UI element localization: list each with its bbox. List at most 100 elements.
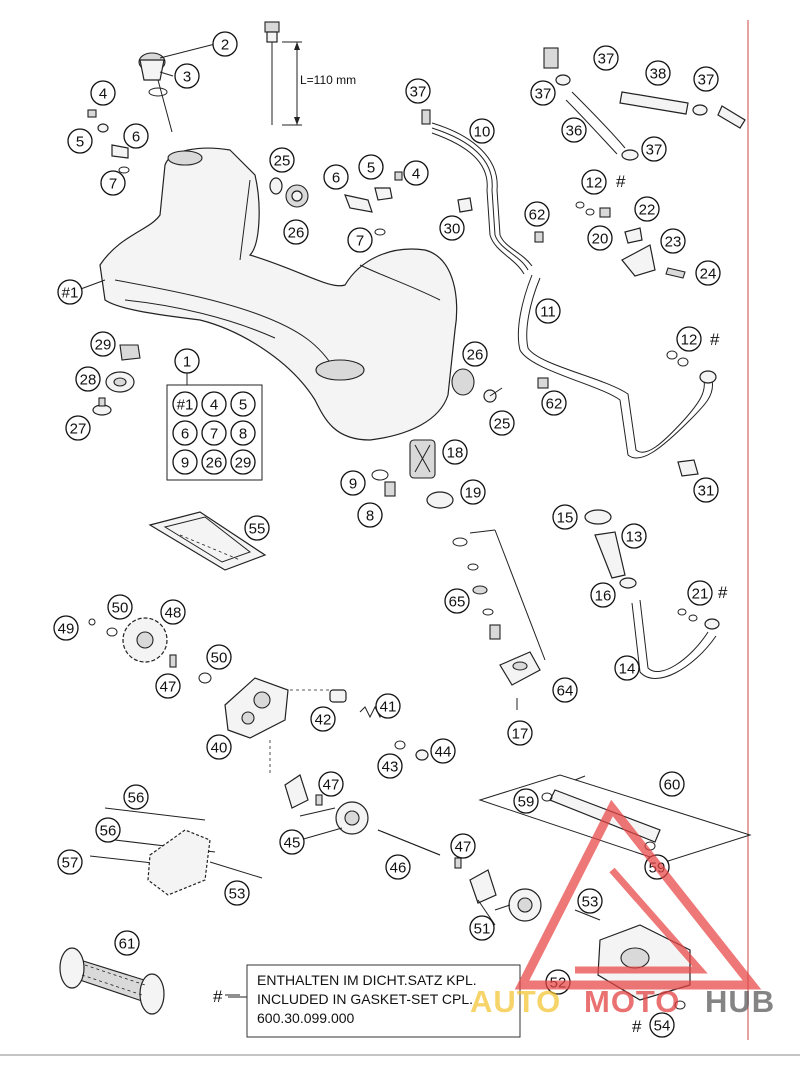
callout-53: 53 (224, 880, 250, 906)
callout-19: 19 (460, 479, 486, 505)
callout-46: 46 (385, 854, 411, 880)
svg-text:4: 4 (210, 397, 218, 414)
svg-text:37: 37 (535, 86, 552, 103)
callout-24: 24 (695, 260, 721, 286)
svg-text:19: 19 (465, 485, 482, 502)
svg-text:44: 44 (435, 744, 452, 761)
callout-26: 26 (462, 341, 488, 367)
svg-text:65: 65 (449, 594, 466, 611)
svg-text:3: 3 (183, 69, 191, 86)
rubber-mount-right (451, 368, 549, 403)
callout-37: 37 (530, 80, 556, 106)
callout-47: 47 (450, 833, 476, 859)
callout-17: 17 (507, 720, 533, 746)
callout-5: 5 (358, 154, 384, 180)
callout-9: 9 (340, 470, 366, 496)
svg-text:37: 37 (410, 84, 427, 101)
callout-48: 48 (160, 599, 186, 625)
callout-47: 47 (155, 673, 181, 699)
svg-text:42: 42 (315, 712, 332, 729)
callout-57: 57 (57, 849, 83, 875)
dimension-label: L=110 mm (300, 73, 356, 87)
svg-text:26: 26 (206, 455, 223, 472)
svg-text:5: 5 (76, 134, 84, 151)
callout-22: 22 (634, 196, 660, 222)
rubber-mount-top (269, 177, 309, 208)
svg-text:16: 16 (595, 588, 612, 605)
callout-59: 59 (513, 788, 539, 814)
svg-text:30: 30 (444, 221, 461, 238)
kit-item-8: 8 (230, 420, 256, 446)
watermark-text-auto: AUTO (470, 984, 561, 1019)
callout-13: 13 (621, 523, 647, 549)
svg-text:18: 18 (447, 445, 464, 462)
left-mount-parts (92, 344, 141, 416)
callout-18: 18 (442, 439, 468, 465)
svg-text:5: 5 (367, 160, 375, 177)
svg-text:49: 49 (58, 621, 75, 638)
watermark-text-hub: HUB (705, 984, 775, 1019)
callout-2: 2 (212, 31, 238, 57)
callout-42: 42 (310, 706, 336, 732)
callout-10: 10 (469, 118, 495, 144)
callout-37: 37 (593, 45, 619, 71)
svg-text:10: 10 (474, 124, 491, 141)
svg-text:55: 55 (249, 521, 266, 538)
gasket-note-hash: # (213, 987, 223, 1006)
svg-text:15: 15 (557, 510, 574, 527)
callout-51: 51 (469, 915, 495, 941)
svg-text:37: 37 (698, 72, 715, 89)
svg-text:47: 47 (160, 679, 177, 696)
svg-text:5: 5 (239, 397, 247, 414)
dipstick-dimension: L=110 mm (264, 21, 356, 126)
svg-text:23: 23 (665, 234, 682, 251)
svg-text:38: 38 (650, 66, 667, 83)
callout-5: 5 (67, 128, 93, 154)
callout-56: 56 (123, 784, 149, 810)
svg-text:22: 22 (639, 202, 656, 219)
callout-6: 6 (323, 164, 349, 190)
callout-37: 37 (641, 136, 667, 162)
callout-55: 55 (244, 515, 270, 541)
callout-4: 4 (403, 160, 429, 186)
svg-text:47: 47 (455, 839, 472, 856)
hose-14 (584, 509, 720, 679)
oil-tank (99, 147, 458, 441)
callout-49: 49 (53, 615, 79, 641)
svg-text:24: 24 (700, 266, 717, 283)
gasket-note-line-3: 600.30.099.000 (257, 1010, 355, 1026)
watermark-text-moto: MOTO (584, 984, 680, 1019)
svg-text:53: 53 (582, 894, 599, 911)
kit-item-hash1: #1 (172, 391, 198, 417)
svg-text:25: 25 (494, 416, 511, 433)
automotohub-watermark: AUTO MOTO HUB (470, 799, 775, 1019)
svg-text:12: 12 (586, 175, 603, 192)
svg-text:1: 1 (183, 354, 191, 371)
svg-text:29: 29 (95, 337, 112, 354)
svg-text:4: 4 (99, 86, 107, 103)
callout-56: 56 (95, 817, 121, 843)
svg-text:7: 7 (356, 233, 364, 250)
clamp-parts (534, 201, 686, 279)
pump-housing (224, 677, 289, 739)
callout-20: 20 (587, 225, 613, 251)
callout-3: 3 (174, 63, 200, 89)
svg-text:9: 9 (349, 476, 357, 493)
check-valve-stack (452, 529, 546, 710)
hash-mark-21: # (718, 583, 728, 602)
svg-text:61: 61 (119, 936, 136, 953)
callout-14: 14 (614, 655, 640, 681)
svg-text:56: 56 (128, 790, 145, 807)
callout-36: 36 (561, 117, 587, 143)
svg-text:31: 31 (698, 483, 715, 500)
callout-29: 29 (90, 331, 116, 357)
filter-element-flat (148, 511, 267, 571)
svg-text:14: 14 (619, 661, 636, 678)
svg-text:46: 46 (390, 860, 407, 877)
svg-text:40: 40 (211, 740, 228, 757)
svg-text:21: 21 (692, 586, 709, 603)
kit-box-callout: 1 (174, 348, 200, 374)
